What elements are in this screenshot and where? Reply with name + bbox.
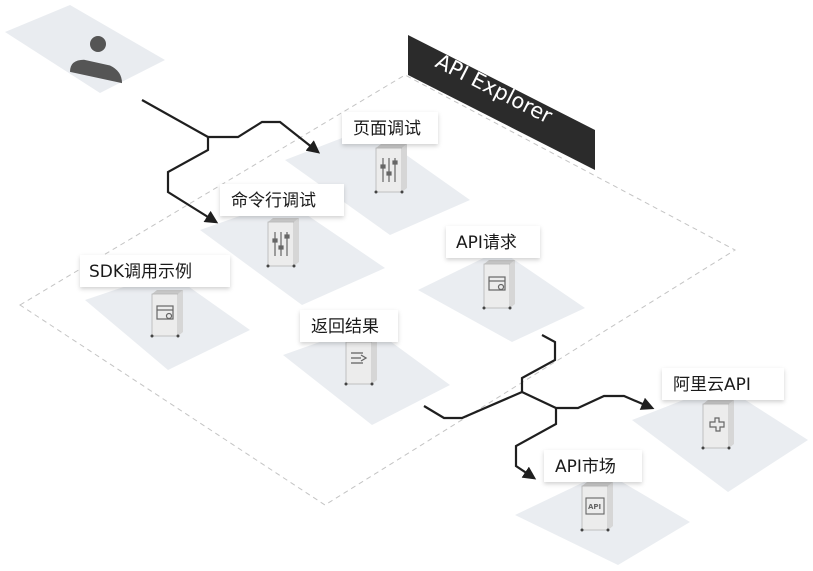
node-api-market: API API市场: [515, 450, 690, 565]
cli-debug-label: 命令行调试: [231, 191, 316, 211]
aliyun-api-label: 阿里云API: [673, 375, 751, 395]
api-explorer-banner: API Explorer: [408, 35, 595, 170]
connector-user: [141, 99, 209, 138]
api-request-label: API请求: [456, 233, 517, 253]
node-page-debug: 页面调试: [285, 112, 470, 235]
sliders-icon: [272, 232, 290, 256]
sdk-example-label: SDK调用示例: [89, 262, 192, 282]
server-return-result: [344, 338, 377, 386]
list-arrow-icon: [351, 352, 368, 364]
connectors: [141, 99, 655, 480]
connector-page-debug: [208, 120, 321, 154]
user-tile: 用户: [5, 5, 165, 93]
node-api-request: API请求: [418, 226, 585, 342]
server-api-request: [482, 260, 515, 310]
connector-api-request: [520, 334, 557, 392]
connector-cli-debug: [166, 137, 219, 224]
node-sdk-example: SDK调用示例: [80, 255, 250, 370]
api-market-icon-text: API: [588, 503, 601, 511]
puzzle-icon: [709, 417, 725, 432]
return-result-label: 返回结果: [311, 317, 379, 337]
user-icon: [70, 36, 122, 84]
label-box-page-debug: [342, 112, 438, 144]
label-box-api-market: [544, 450, 642, 482]
sliders-icon: [380, 158, 398, 182]
label-box-cli-debug: [220, 184, 344, 216]
page-debug-label: 页面调试: [353, 119, 421, 139]
node-return-result: 返回结果: [283, 310, 450, 425]
api-explorer-platform: [19, 74, 737, 506]
window-icon: [156, 305, 174, 320]
server-sdk-example: [150, 290, 183, 338]
api-doc-icon: API: [585, 497, 605, 515]
label-box-sdk-example: [80, 255, 230, 287]
server-aliyun-api: [701, 400, 734, 450]
server-cli-debug: [266, 218, 299, 268]
connector-api-market: [514, 408, 558, 480]
label-box-aliyun-api: [662, 368, 784, 400]
connector-return-result: [423, 390, 523, 420]
api-market-label: API市场: [555, 457, 616, 477]
node-aliyun-api: 阿里云API: [632, 368, 808, 492]
server-page-debug: [374, 144, 407, 194]
node-cli-debug: 命令行调试: [200, 184, 385, 305]
label-box-api-request: [446, 226, 540, 258]
window-icon: [488, 276, 506, 291]
server-api-market: API: [580, 482, 613, 532]
connector-aliyun-api: [521, 391, 655, 410]
label-box-return-result: [300, 310, 398, 342]
